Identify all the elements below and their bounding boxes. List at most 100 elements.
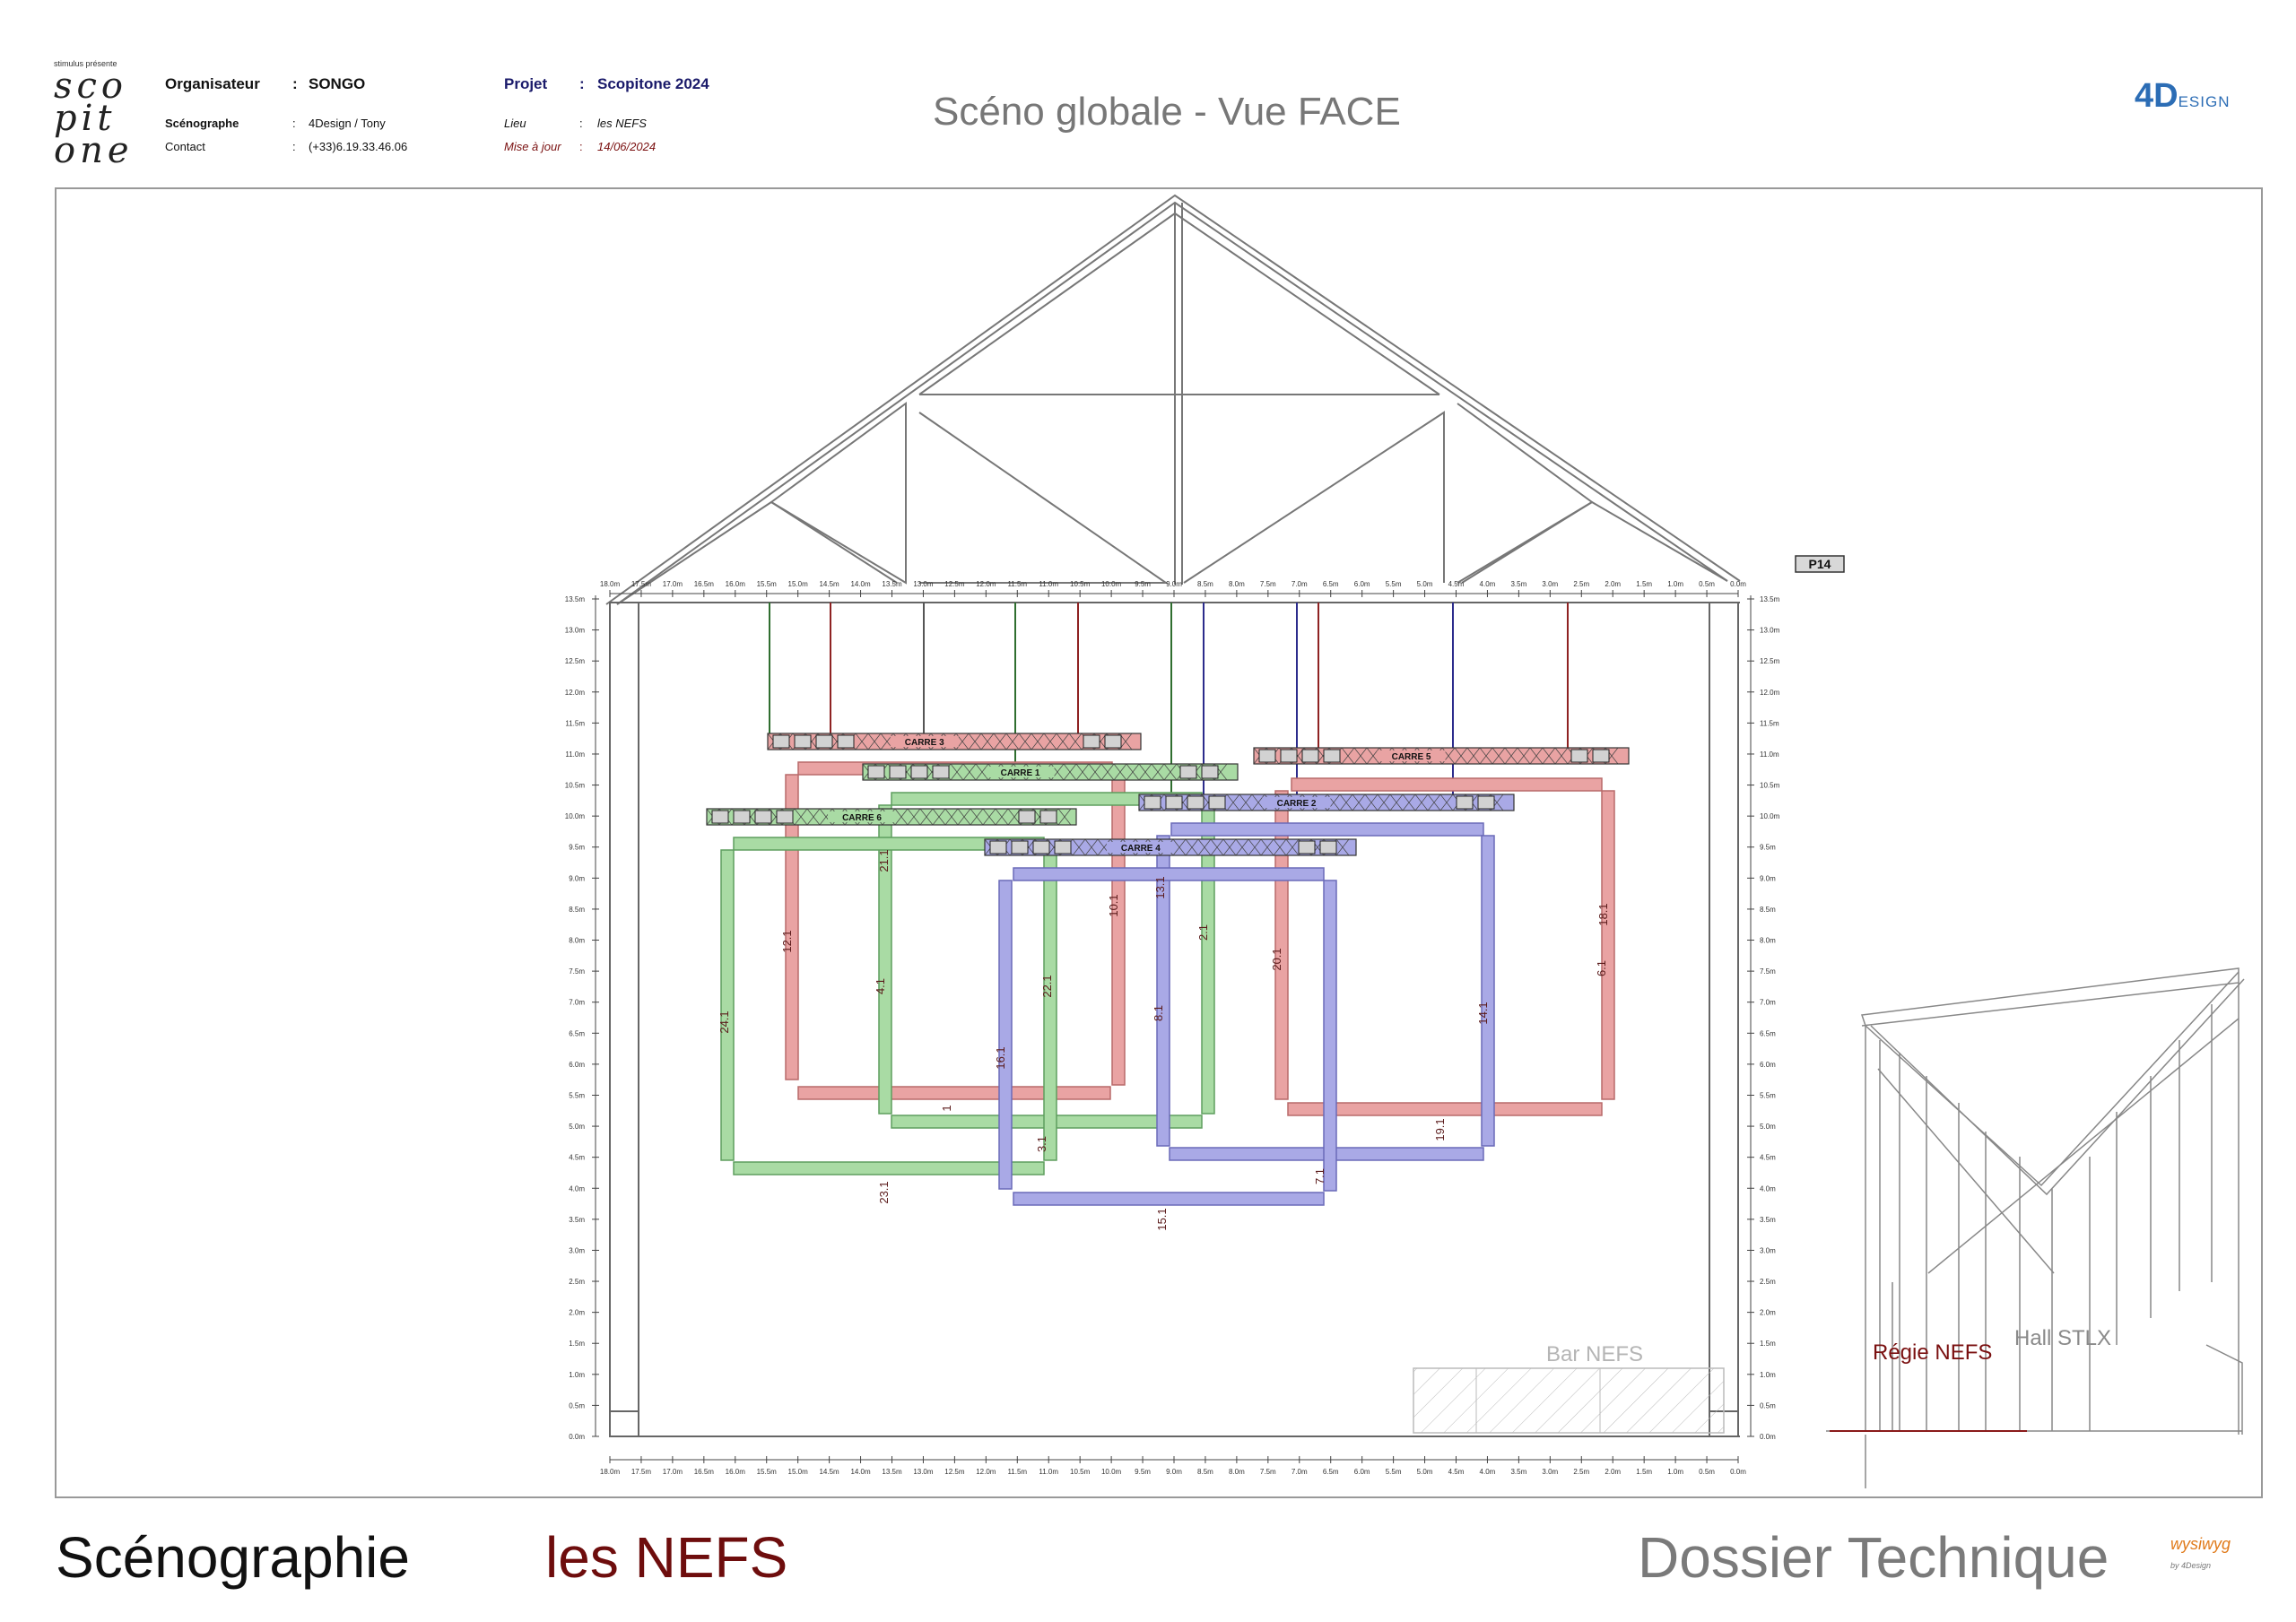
scale-left-label: 8.5m — [569, 906, 585, 914]
truss-label-bg — [890, 736, 959, 747]
scale-bottom-label: 13.5m — [882, 1468, 902, 1476]
hall-walls — [609, 602, 1740, 1437]
truss-lattice — [1260, 838, 1274, 856]
frame-label: 15.1 — [1155, 1208, 1169, 1230]
light-fixture — [1319, 840, 1337, 854]
truss-lattice — [907, 808, 921, 826]
carre2-left-bar — [1156, 835, 1170, 1147]
truss-label: CARRE 1 — [1001, 768, 1040, 778]
scale-left-label: 4.0m — [569, 1184, 585, 1193]
truss-lattice — [1031, 733, 1045, 750]
truss-lattice — [1063, 763, 1077, 781]
scale-bottom-label: 3.0m — [1542, 1468, 1558, 1476]
scale-left-label: 12.0m — [565, 689, 586, 697]
scale-right-label: 9.0m — [1760, 874, 1776, 882]
scale-left-label: 7.5m — [569, 967, 585, 976]
truss-label-bg — [1377, 750, 1446, 761]
contact-value: (+33)6.19.33.46.06 — [309, 140, 408, 153]
scale-right-label: 5.5m — [1760, 1091, 1776, 1099]
truss-lattice — [1226, 794, 1240, 811]
scale-bottom-label: 13.0m — [913, 1468, 934, 1476]
truss-lattice — [1352, 794, 1366, 811]
scale-bottom-label: 2.0m — [1605, 1468, 1621, 1476]
truss-lattice — [968, 733, 982, 750]
scale-right-label: 4.0m — [1760, 1184, 1776, 1193]
scale-bottom-label: 2.5m — [1573, 1468, 1589, 1476]
scale-bottom-label: 14.5m — [819, 1468, 839, 1476]
scale-top-label: 12.0m — [976, 580, 996, 588]
scale-top-label: 11.0m — [1039, 580, 1058, 588]
scale-right-label: 8.0m — [1760, 937, 1776, 945]
truss-lattice — [1504, 747, 1518, 765]
scale-left-label: 4.5m — [569, 1154, 585, 1162]
truss-lattice — [1197, 838, 1212, 856]
truss-lattice — [1056, 733, 1070, 750]
truss-lattice — [1414, 794, 1429, 811]
light-fixture — [1011, 840, 1029, 854]
mise-value: 14/06/2024 — [597, 140, 657, 153]
truss-lattice — [1364, 794, 1378, 811]
scale-right-label: 5.0m — [1760, 1123, 1776, 1131]
scale-left-label: 13.5m — [565, 595, 586, 603]
carre5-left-bar — [1274, 790, 1289, 1100]
light-fixture — [867, 765, 885, 779]
scale-right-label: 7.5m — [1760, 967, 1776, 976]
scale-bottom-label: 14.0m — [850, 1468, 871, 1476]
organisateur-sep: : — [292, 75, 298, 92]
light-fixture — [1280, 749, 1298, 763]
scale-top-label: 10.5m — [1070, 580, 1091, 588]
scale-right-label: 0.5m — [1760, 1401, 1776, 1409]
scale-bottom-label: 5.0m — [1417, 1468, 1433, 1476]
carre1-left-bar — [878, 804, 892, 1115]
scale-top-label: 6.5m — [1323, 580, 1339, 588]
scopitone-logo: stimulus présente sco pit one — [54, 59, 144, 169]
footer-venue: les NEFS — [545, 1525, 788, 1590]
scale-right-label: 1.0m — [1760, 1371, 1776, 1379]
truss-lattice — [1100, 763, 1115, 781]
scale-top-label: 3.0m — [1542, 580, 1558, 588]
light-fixture — [1592, 749, 1610, 763]
scale-top-label: 17.5m — [631, 580, 652, 588]
light-fixture — [794, 734, 812, 749]
scale-bottom-label: 1.5m — [1636, 1468, 1652, 1476]
scale-left-label: 5.5m — [569, 1091, 585, 1099]
light-fixture — [711, 810, 729, 824]
truss-lattice — [995, 808, 1009, 826]
scale-left-label: 6.0m — [569, 1061, 585, 1069]
scale-right-label: 1.5m — [1760, 1340, 1776, 1348]
frame-labels: 24.112.14.121.110.122.12.113.18.116.120.… — [718, 849, 1610, 1230]
scale-bottom-label: 10.0m — [1101, 1468, 1122, 1476]
truss-label: CARRE 2 — [1277, 799, 1317, 809]
scale-right-label: 2.5m — [1760, 1278, 1776, 1286]
frame-label: 10.1 — [1107, 894, 1120, 916]
light-fixture — [837, 734, 855, 749]
truss-lattice — [1542, 747, 1556, 765]
light-fixture — [1187, 795, 1205, 810]
bar-nefs-zone: Bar NEFS — [1413, 1342, 1725, 1434]
truss-lattice — [1517, 747, 1531, 765]
scale-left-labels: 13.5m13.0m12.5m12.0m11.5m11.0m10.5m10.0m… — [565, 595, 599, 1441]
scale-right-label: 8.5m — [1760, 906, 1776, 914]
truss-lattice — [867, 733, 882, 750]
carre4-top-bar — [1013, 867, 1325, 881]
scale-bottom-label: 9.5m — [1135, 1468, 1151, 1476]
truss-lattice — [794, 808, 808, 826]
frame-label: 4.1 — [874, 978, 887, 994]
scale-left-label: 1.5m — [569, 1340, 585, 1348]
scale-top-label: 7.0m — [1292, 580, 1308, 588]
light-fixture — [1018, 810, 1036, 824]
truss-lattice — [1377, 794, 1391, 811]
truss-lattice — [1248, 838, 1262, 856]
wysiwyg-text: wysiwyg — [2170, 1535, 2231, 1553]
frame-label: 20.1 — [1270, 948, 1283, 970]
footer-dossier-technique: Dossier Technique — [1638, 1525, 2109, 1590]
scale-bottom-label: 15.0m — [788, 1468, 809, 1476]
carre5-top-bar — [1291, 777, 1603, 792]
scale-bottom-label: 17.0m — [663, 1468, 683, 1476]
truss-lattice — [1479, 747, 1493, 765]
frame-label: 3.1 — [1035, 1136, 1048, 1152]
frame-label: 13.1 — [1153, 876, 1167, 898]
scale-bottom-label: 3.5m — [1510, 1468, 1526, 1476]
